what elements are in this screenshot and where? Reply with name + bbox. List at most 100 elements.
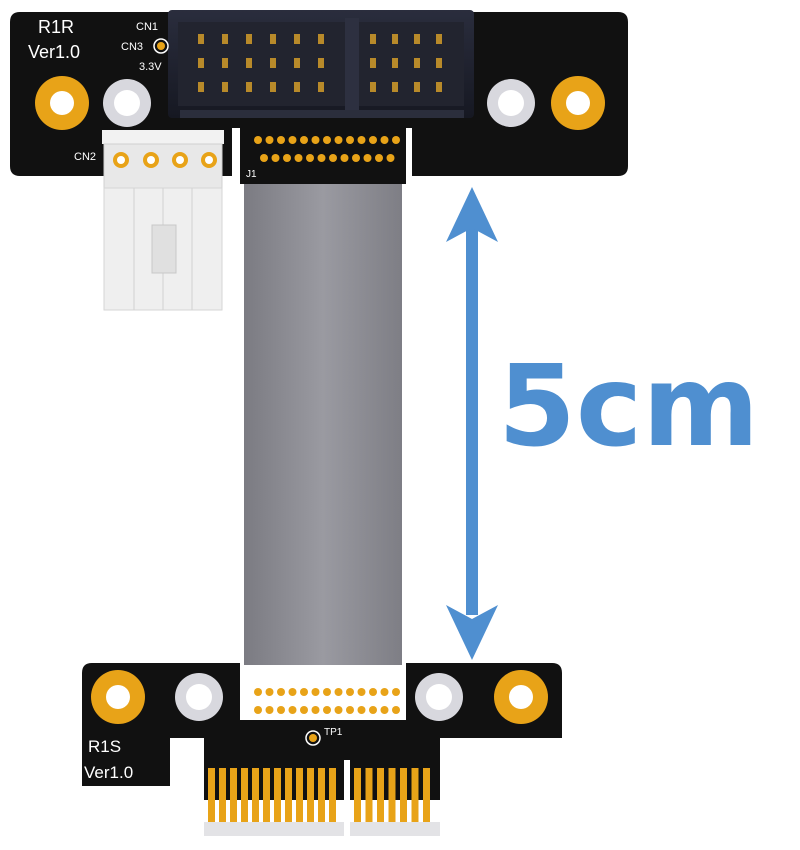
gold-finger — [388, 768, 396, 824]
slot-pin — [270, 58, 276, 68]
top-j1-pads — [254, 136, 400, 162]
pad — [392, 706, 400, 714]
slot-pin — [436, 58, 442, 68]
bottom-j1-pads — [254, 688, 400, 714]
bottom-board-name: R1S — [88, 737, 121, 756]
pad — [254, 706, 262, 714]
slot-pin — [294, 58, 300, 68]
pad — [260, 154, 268, 162]
pad — [277, 706, 285, 714]
label-cn1: CN1 — [136, 21, 158, 33]
pad — [288, 706, 297, 714]
pad — [323, 136, 331, 144]
gold-finger — [252, 768, 259, 824]
cn3-led-pad — [153, 38, 169, 54]
slot-pin — [246, 34, 252, 44]
label-tp1: TP1 — [324, 727, 343, 738]
pad — [271, 154, 280, 162]
pad — [380, 706, 389, 714]
tp1-test-pad — [305, 730, 321, 746]
pad — [357, 688, 366, 696]
gold-finger — [296, 768, 303, 824]
pad — [352, 154, 360, 162]
slot-pin — [414, 34, 420, 44]
pad — [357, 136, 366, 144]
mounting-hole-bottom-right — [494, 670, 548, 724]
slot-pin — [414, 82, 420, 92]
gold-finger — [285, 768, 292, 824]
pad — [300, 688, 308, 696]
edge-connector-bevel-left — [204, 822, 344, 836]
pad — [288, 688, 297, 696]
pad — [277, 688, 285, 696]
gold-finger — [263, 768, 270, 824]
slot-pin — [246, 58, 252, 68]
pad — [346, 688, 354, 696]
pad — [311, 688, 320, 696]
pad — [363, 154, 372, 162]
slot-pin — [318, 82, 324, 92]
slot-pin — [392, 58, 398, 68]
slot-pin — [318, 58, 324, 68]
pad — [323, 706, 331, 714]
screw-hole-bottom-left — [175, 673, 223, 721]
gold-finger — [354, 768, 361, 824]
slot-pin — [436, 82, 442, 92]
pad — [311, 136, 320, 144]
gold-finger — [318, 768, 325, 824]
pad — [392, 136, 400, 144]
ribbon-cable — [244, 180, 402, 665]
pad — [265, 706, 274, 714]
edge-connector-bevel-right — [350, 822, 440, 836]
pad — [380, 136, 389, 144]
gold-finger — [411, 768, 419, 824]
slot-pin — [222, 58, 228, 68]
pad — [380, 688, 389, 696]
gold-finger — [208, 768, 215, 824]
pad — [334, 136, 343, 144]
pad — [283, 154, 291, 162]
pad — [300, 706, 308, 714]
slot-pin — [318, 34, 324, 44]
label-bottom-j1: J1 — [246, 670, 257, 681]
label-top-j1: J1 — [246, 169, 257, 180]
length-dimension-arrow — [446, 187, 498, 660]
length-label: 5cm — [498, 342, 759, 472]
gold-fingers-right — [354, 768, 430, 824]
gold-finger — [423, 768, 430, 824]
slot-pin — [222, 34, 228, 44]
label-cn3: CN3 — [121, 41, 143, 53]
pad — [265, 688, 274, 696]
slot-pin — [270, 82, 276, 92]
pad — [369, 688, 377, 696]
pad — [329, 154, 337, 162]
slot-pin — [294, 82, 300, 92]
pcie-x1-slot — [168, 10, 474, 118]
label-3v3: 3.3V — [139, 61, 162, 73]
top-board-name: R1R — [38, 17, 74, 37]
pad — [277, 136, 285, 144]
pad — [346, 706, 354, 714]
gold-finger — [400, 768, 407, 824]
slot-pin — [392, 34, 398, 44]
slot-pin — [370, 58, 376, 68]
pad — [317, 154, 326, 162]
pad — [369, 706, 377, 714]
pad — [369, 136, 377, 144]
bottom-board-version: Ver1.0 — [84, 763, 133, 782]
gold-finger — [274, 768, 281, 824]
slot-pin — [370, 82, 376, 92]
pad — [386, 154, 395, 162]
slot-pin — [198, 34, 204, 44]
slot-pin — [270, 34, 276, 44]
cn2-power-connector — [102, 130, 224, 311]
gold-finger — [241, 768, 248, 824]
label-cn2: CN2 — [74, 151, 96, 163]
gold-finger — [365, 768, 373, 824]
slot-pin — [198, 58, 204, 68]
slot-pin — [222, 82, 228, 92]
pad — [254, 136, 262, 144]
bottom-board: J1 R1S Ver1.0 TP1 — [82, 663, 562, 836]
pad — [294, 154, 303, 162]
